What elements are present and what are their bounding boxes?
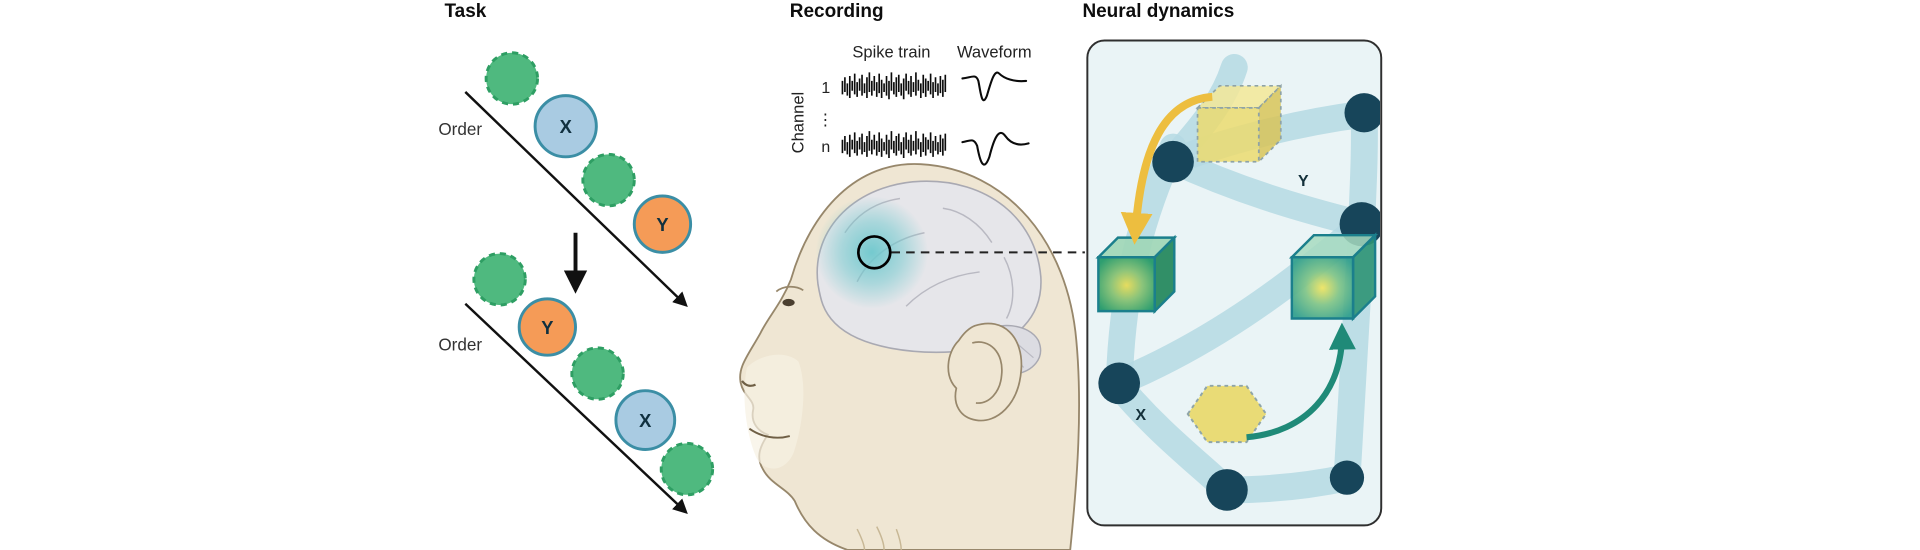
spike-train-channel-1 — [841, 71, 947, 101]
monkey-eye — [782, 298, 795, 307]
task-sequence-1: Order X Y — [438, 51, 693, 308]
target-y-circle — [632, 194, 693, 254]
neural-dynamics-title: Neural dynamics — [1082, 1, 1234, 22]
monkey-fur-strokes — [856, 526, 902, 550]
sequence-2-order-arrow — [464, 302, 688, 514]
waveform-channel-1 — [961, 71, 1028, 102]
distractor-circle — [472, 252, 527, 307]
monkey-ear — [947, 322, 1023, 422]
spike-train-channel-n — [841, 130, 947, 159]
sequence-2-order-label: Order — [438, 334, 482, 354]
channel-n-number: n — [821, 139, 830, 156]
distractor-circle — [570, 346, 625, 401]
target-x-circle — [614, 389, 677, 451]
task-title: Task — [444, 1, 486, 22]
monkey-ear-inner — [972, 341, 1003, 404]
monkey-muzzle — [744, 354, 804, 469]
channel-axis-label: Channel — [788, 92, 807, 154]
channel-1-number: 1 — [821, 80, 830, 97]
network-node — [1152, 140, 1194, 183]
target-x-letter: X — [639, 410, 652, 431]
distractor-circle — [659, 441, 715, 497]
neural-network-art — [1095, 53, 1380, 511]
target-x-circle — [533, 94, 598, 159]
recording-site-circle — [857, 235, 892, 270]
state-cube-y-latent — [1195, 83, 1283, 164]
task-sequence-2: Order Y X — [438, 252, 715, 514]
waveform-channel-n — [961, 131, 1030, 166]
monkey-illustration — [739, 163, 1085, 550]
state-hexagon-x-latent — [1186, 384, 1268, 444]
sequence-1-order-label: Order — [438, 119, 482, 139]
transition-arrow-teal — [1246, 322, 1356, 441]
transition-arrow-yellow — [1120, 92, 1213, 245]
sequence-1-order-arrow — [464, 91, 688, 308]
spike-train-label: Spike train — [852, 43, 930, 62]
waveform-label: Waveform — [957, 43, 1032, 62]
monkey-mouth — [748, 427, 791, 439]
target-x-letter: X — [560, 116, 573, 137]
neural-dynamics-panel: Neural dynamics — [1082, 1, 1383, 527]
network-node — [1344, 93, 1380, 133]
task-panel: Task Order X Y Order Y X — [438, 1, 715, 514]
target-y-circle — [517, 297, 577, 357]
distractor-circle — [484, 51, 540, 106]
state-cube-left-active — [1095, 234, 1178, 315]
recording-title: Recording — [790, 1, 884, 22]
network-node — [1206, 469, 1248, 511]
network-node — [1329, 460, 1365, 495]
distractor-circle — [581, 152, 636, 208]
state-x-label: X — [1136, 407, 1147, 424]
target-y-letter: Y — [541, 317, 553, 338]
network-node — [1098, 362, 1140, 405]
monkey-nostril — [741, 380, 757, 387]
recording-panel: Recording Spike train Waveform Channel 1… — [739, 1, 1085, 550]
state-y-label: Y — [1298, 173, 1309, 190]
recording-site-glow — [815, 196, 929, 309]
target-y-letter: Y — [656, 214, 668, 235]
monkey-brow — [775, 285, 804, 293]
state-cube-right-active — [1288, 232, 1379, 322]
channel-ellipsis: ⋮ — [817, 112, 833, 129]
